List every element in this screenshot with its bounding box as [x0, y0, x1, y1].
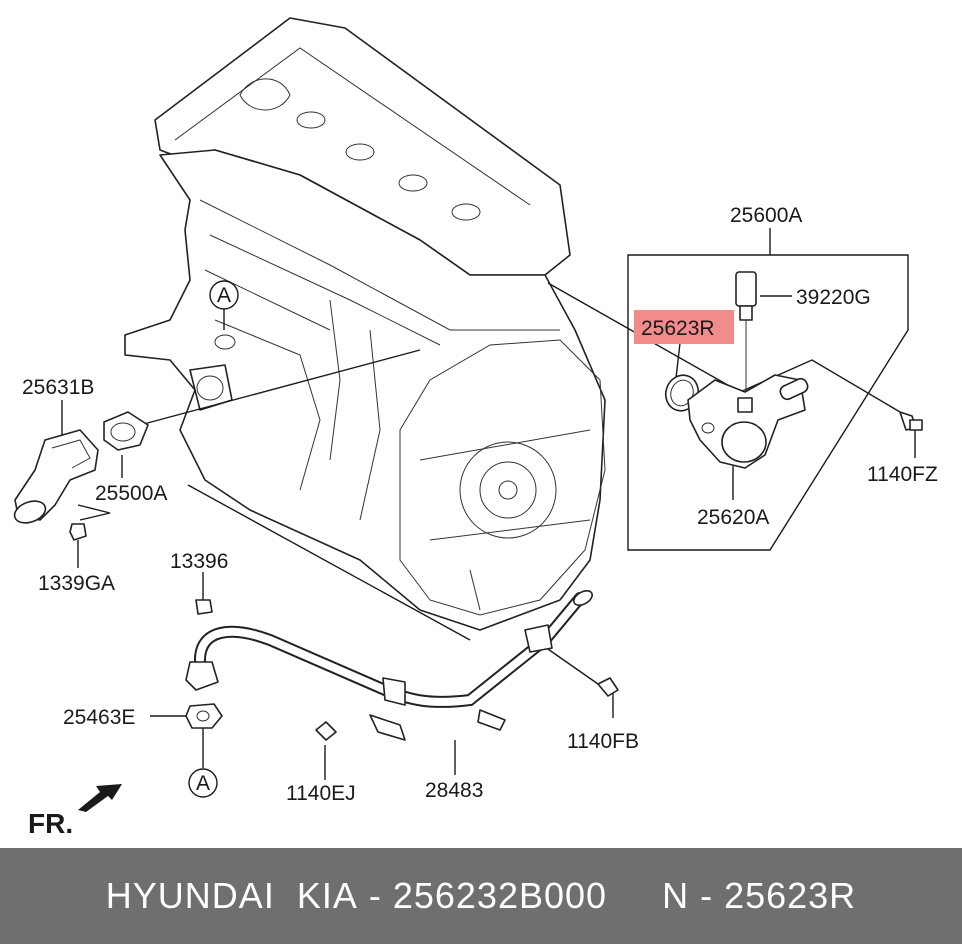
front-arrow-icon: [78, 784, 122, 812]
label-39220G: 39220G: [796, 286, 871, 309]
thermostat-housing-assembly: [664, 271, 923, 469]
label-1339GA: 1339GA: [38, 572, 115, 595]
footer-gap: [607, 875, 662, 917]
label-1140FZ: 1140FZ: [867, 463, 938, 486]
reference-label: A: [217, 284, 231, 307]
label-25600A: 25600A: [730, 204, 802, 227]
highlight-box: [634, 310, 734, 344]
footer-part-number: 256232B000: [392, 875, 608, 916]
parts-diagram: A A FR. 25600A 39220G 25623R 1140FZ 2562…: [13, 17, 938, 839]
reference-marker-a-upper: A: [209, 280, 239, 310]
label-25463E: 25463E: [63, 706, 135, 729]
footer-separator: -: [689, 875, 725, 916]
footer-reference: 25623R: [724, 875, 857, 916]
part-labels: 25600A 39220G 25623R 1140FZ 25620A 25631…: [22, 204, 938, 805]
front-label: FR.: [28, 808, 73, 839]
label-25620A: 25620A: [697, 506, 769, 529]
footer-separator: -: [357, 875, 393, 916]
label-28483: 28483: [425, 779, 483, 802]
label-25623R: 25623R: [641, 317, 715, 340]
leader-lines: [61, 228, 916, 780]
label-25500A: 25500A: [95, 482, 167, 505]
reference-label: A: [196, 772, 210, 795]
footer-n-prefix: N: [662, 875, 690, 916]
label-1140FB: 1140FB: [567, 730, 639, 753]
label-13396: 13396: [170, 550, 228, 573]
part-number-footer: HYUNDAI KIA - 256232B000 N - 25623R: [0, 848, 962, 944]
label-1140EJ: 1140EJ: [286, 782, 356, 805]
reference-marker-a-lower: A: [188, 768, 218, 798]
engine-block-drawing: [124, 17, 606, 631]
label-25631B: 25631B: [22, 376, 94, 399]
water-pipe: [185, 589, 619, 741]
footer-brand: HYUNDAI KIA: [105, 875, 358, 916]
front-direction-indicator: FR.: [28, 784, 122, 839]
thermostat-group: [13, 411, 149, 541]
